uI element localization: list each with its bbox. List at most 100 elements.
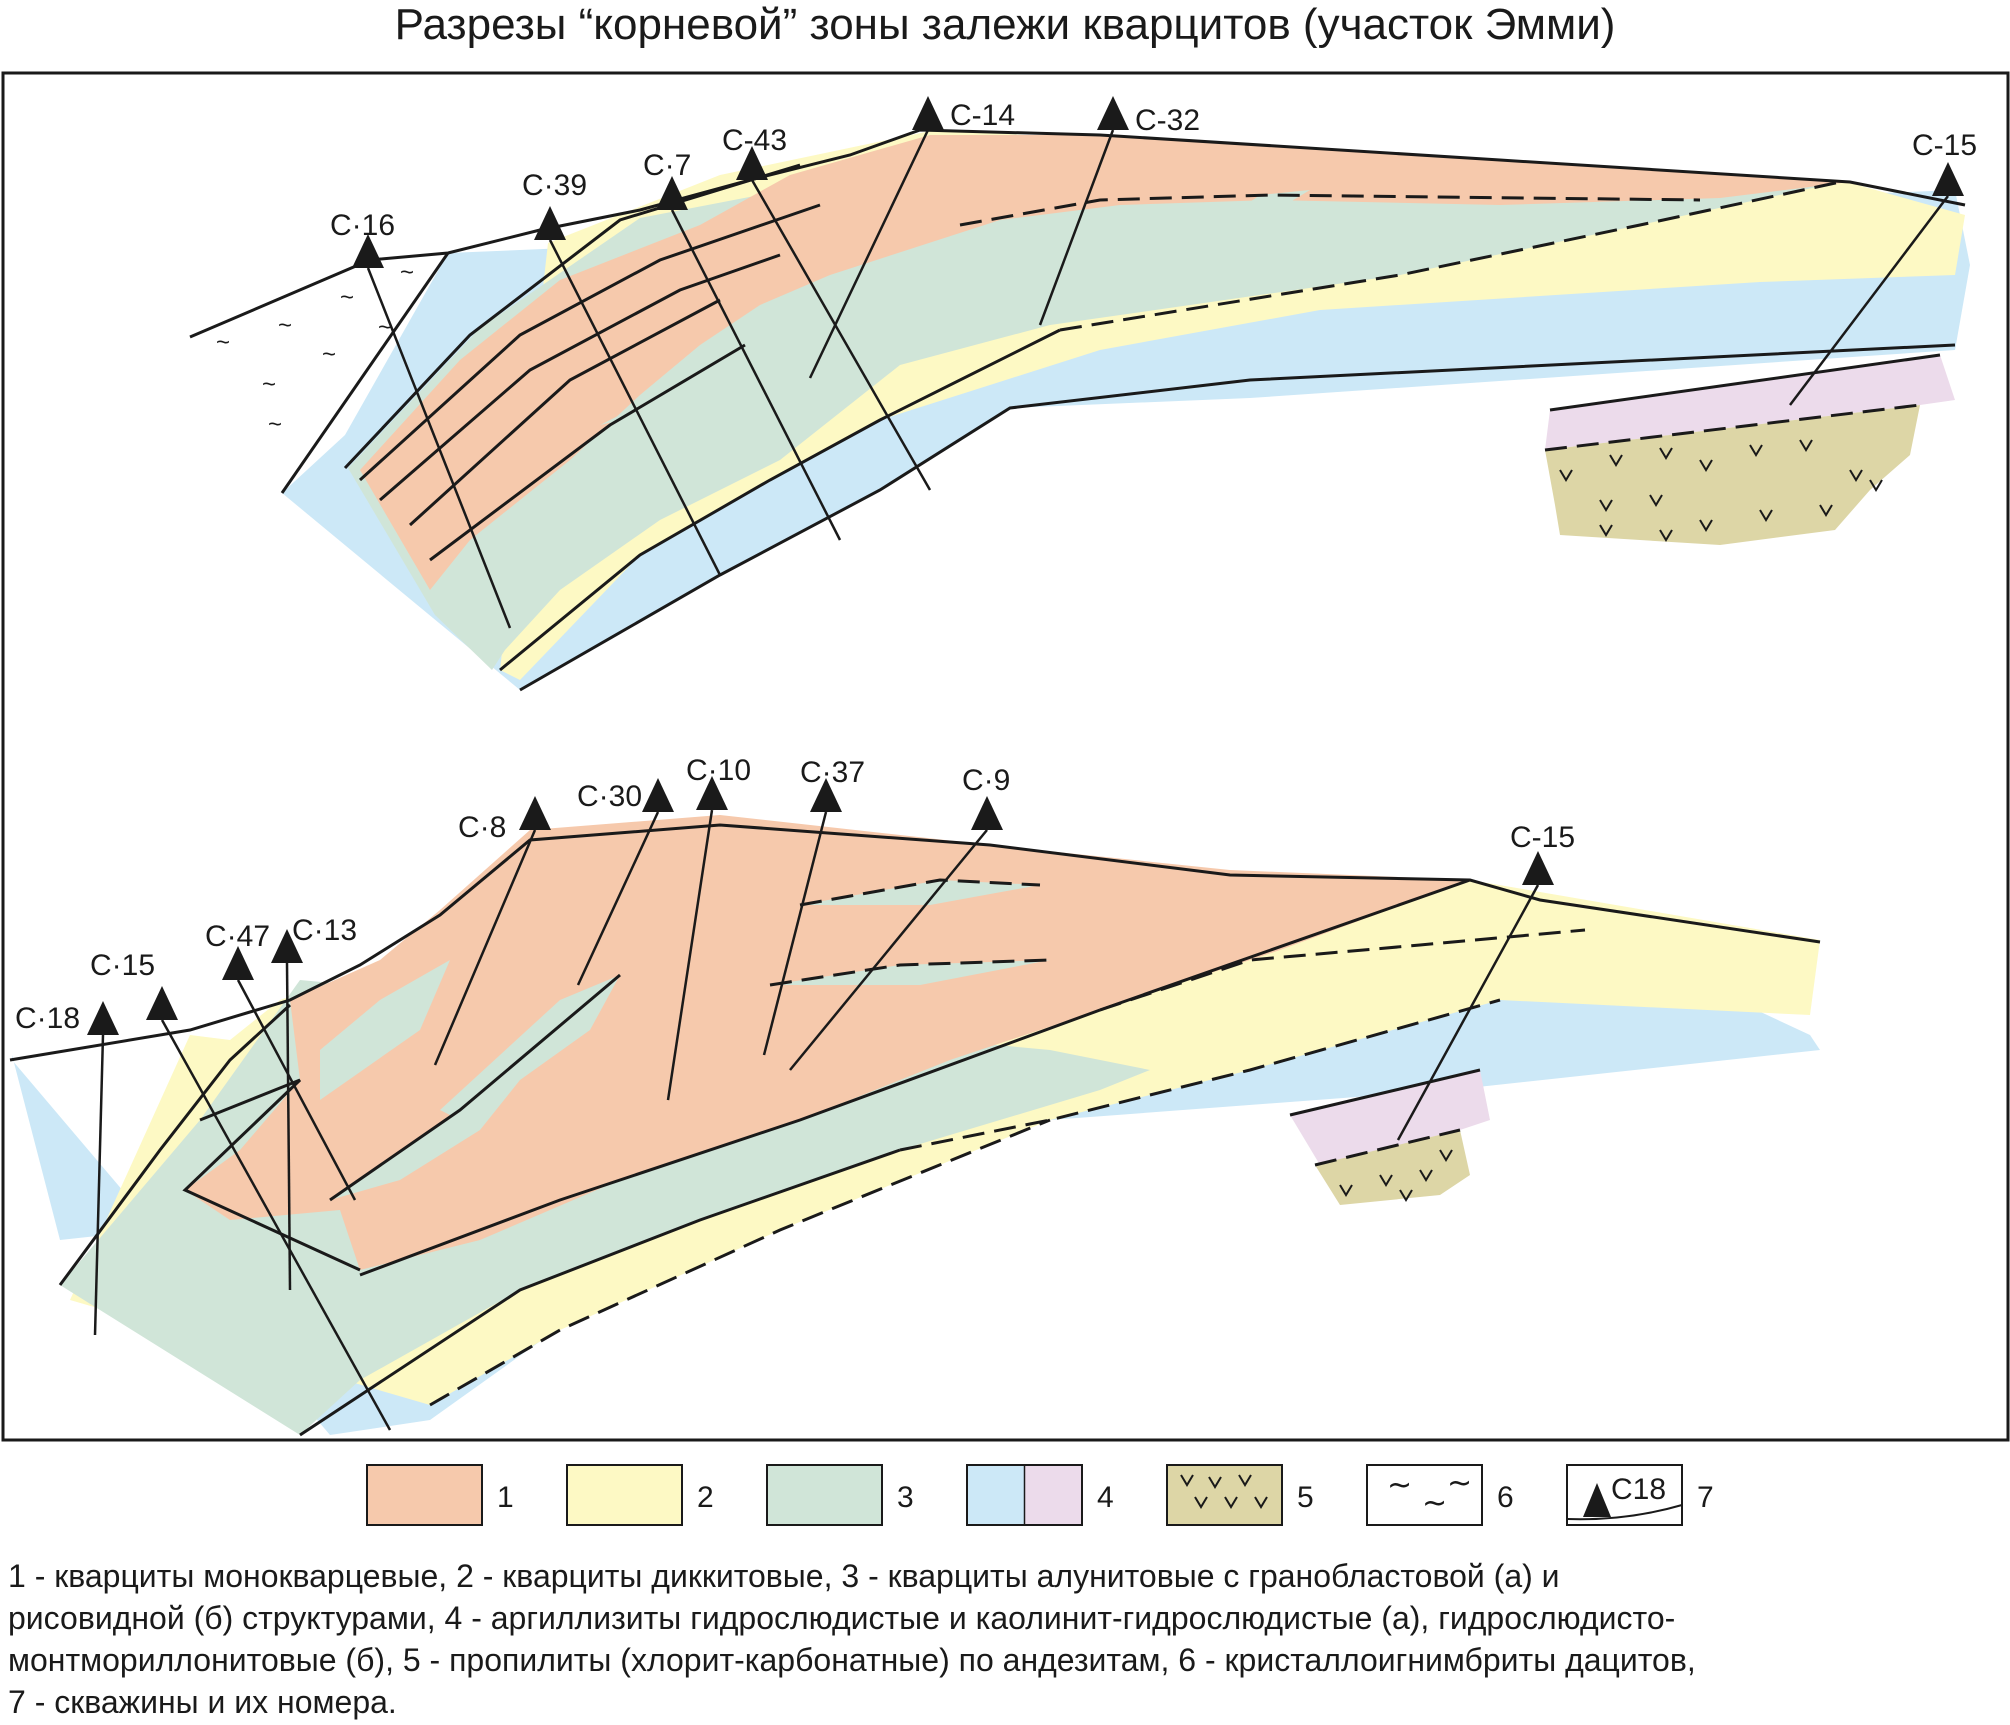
legend-number: 7	[1697, 1481, 1714, 1514]
lower-wells: C·18 C·15 C·47 C·13 C·8 C·30 C·10 C·37 C·9C-15	[15, 754, 1575, 1431]
borehole-line	[433, 829, 537, 1066]
borehole-line	[808, 129, 930, 379]
propylite-mark	[1399, 1189, 1413, 1202]
propylite-mark	[1849, 469, 1863, 482]
propylite-mark	[1869, 479, 1883, 492]
well-marker-icon	[534, 206, 566, 240]
borehole-line	[1396, 884, 1540, 1141]
borehole-line	[666, 809, 714, 1101]
propylite-mark	[1419, 1169, 1433, 1182]
legend-swatch	[766, 1464, 883, 1526]
borehole-line	[670, 209, 842, 541]
well-marker-icon	[1583, 1483, 1611, 1517]
lower-well-5: C·30	[576, 778, 674, 986]
upper-zone3-lens	[1205, 190, 1310, 233]
well-label: C-15	[1510, 821, 1575, 854]
legend-caption: 1 - кварциты монокварцевые, 2 - кварциты…	[8, 1555, 2003, 1723]
lower-well-7: C·37	[762, 756, 865, 1056]
legend-swatch	[1166, 1464, 1283, 1526]
upper-section: ~~~~ ~~~ ~	[189, 128, 1970, 692]
upper-well-1: C·39	[522, 169, 722, 576]
legend-number: 6	[1497, 1481, 1514, 1514]
legend-number: 5	[1297, 1481, 1314, 1514]
well-marker-icon	[971, 796, 1003, 830]
propylite-mark	[1649, 494, 1663, 507]
legend-swatch	[566, 1464, 683, 1526]
legend-number: 4	[1097, 1481, 1114, 1514]
well-marker-icon	[736, 146, 768, 180]
borehole-line	[762, 811, 828, 1056]
lower-zone4b-body	[1290, 1070, 1490, 1165]
well-marker-icon	[1522, 851, 1554, 885]
svg-text:~: ~	[1447, 1466, 1472, 1501]
well-label: C·30	[577, 780, 642, 813]
well-marker-icon	[519, 796, 551, 830]
lower-well-6: C·10	[666, 754, 751, 1101]
well-marker-icon	[222, 946, 254, 980]
propylite-mark	[1759, 509, 1773, 522]
legend-item-2: 2	[566, 1464, 714, 1526]
well-marker-icon	[696, 776, 728, 810]
caption-line: 1 - кварциты монокварцевые, 2 - кварциты…	[8, 1558, 1560, 1594]
propylite-mark	[1379, 1174, 1393, 1187]
section-frame	[1, 71, 2010, 1442]
borehole-line	[1038, 129, 1115, 326]
lower-section	[9, 815, 1821, 1437]
upper-zone1-cap	[360, 135, 1850, 590]
well-marker-icon	[1932, 162, 1964, 196]
well-label: C·9	[962, 764, 1010, 797]
propylite-mark	[1659, 447, 1673, 460]
well-label: C·10	[686, 754, 751, 787]
legend-well-sample: C18	[1611, 1473, 1666, 1506]
upper-well-4: C-14	[808, 96, 1015, 379]
caption-line: 7 - скважины и их номера.	[8, 1684, 397, 1720]
well-label: C-14	[950, 99, 1015, 132]
well-label: C·7	[643, 149, 691, 182]
lower-well-8: C·9	[789, 764, 1010, 1071]
well-marker-icon	[87, 1001, 119, 1035]
well-label: C·15	[90, 949, 155, 982]
legend-item-4: 4	[966, 1464, 1114, 1526]
lower-zone5-body	[1315, 1130, 1470, 1205]
well-label: C·13	[292, 914, 357, 947]
legend-item-1: 1	[366, 1464, 514, 1526]
well-label: C·47	[205, 920, 270, 953]
legend-swatch-4b	[1024, 1465, 1082, 1525]
svg-text:~: ~	[268, 411, 282, 438]
legend-number: 3	[897, 1481, 914, 1514]
propylite-mark	[1799, 439, 1813, 452]
upper-well-3: C-43	[722, 124, 932, 491]
well-label: C·16	[330, 209, 395, 242]
svg-text:~: ~	[1387, 1468, 1412, 1503]
lower-well-9: C-15	[1396, 821, 1575, 1141]
well-label: C·18	[15, 1002, 80, 1035]
svg-text:~: ~	[262, 371, 276, 398]
well-label: C·39	[522, 169, 587, 202]
upper-zone3-lens	[600, 410, 760, 470]
upper-well-6: C-15	[1789, 129, 1977, 406]
propylite-mark	[1339, 1184, 1353, 1197]
borehole-line	[93, 1034, 105, 1336]
svg-text:~: ~	[340, 284, 354, 311]
legend-swatch	[366, 1464, 483, 1526]
well-marker-icon	[146, 986, 178, 1020]
legend-item-3: 3	[766, 1464, 914, 1526]
well-label: C·8	[458, 811, 506, 844]
svg-text:~: ~	[400, 259, 414, 286]
legend-number: 2	[697, 1481, 714, 1514]
lower-ground-surface	[9, 823, 1821, 1062]
propylite-mark	[1699, 459, 1713, 472]
borehole-line	[548, 239, 722, 576]
upper-well-2: C·7	[643, 149, 842, 541]
borehole-line	[750, 179, 932, 491]
borehole-line	[789, 829, 988, 1071]
well-label: C·37	[800, 756, 865, 789]
borehole-line	[576, 811, 660, 986]
propylite-mark	[1599, 499, 1613, 512]
well-label: C-43	[722, 124, 787, 157]
well-marker-icon	[642, 778, 674, 812]
page-title: Разрезы “корневой” зоны залежи кварцитов…	[394, 0, 1616, 49]
lower-zone1-cap	[185, 815, 1470, 1270]
borehole-line	[160, 1019, 392, 1431]
